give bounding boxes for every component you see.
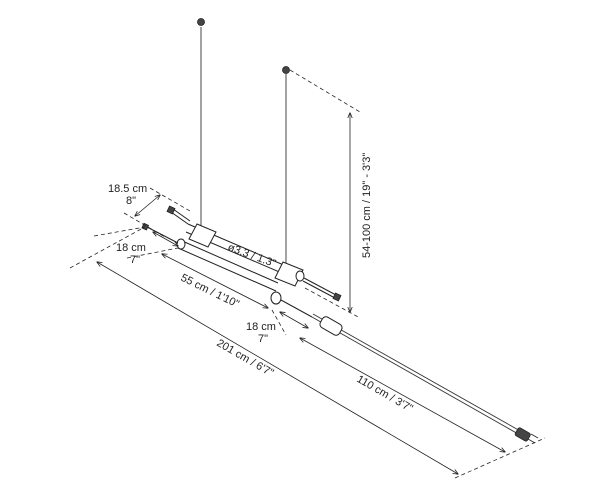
dimension-suspension-height: 54-100 cm / 19" - 3'3" bbox=[289, 69, 373, 319]
body-length-label: 55 cm / 1'10" bbox=[179, 272, 241, 311]
end-left-imperial-label: 7" bbox=[130, 254, 140, 266]
dimension-total-length: 201 cm / 6'7" bbox=[69, 227, 546, 479]
ceiling-anchor-left bbox=[197, 18, 205, 26]
end-right-imperial-label: 7" bbox=[258, 333, 268, 345]
dimension-width-top: 18.5 cm 8" bbox=[108, 183, 191, 238]
bracket-left bbox=[188, 223, 217, 248]
end-cap-back-right bbox=[295, 270, 305, 282]
dimension-end-right: 18 cm 7" bbox=[246, 309, 308, 345]
dimension-body-length: 55 cm / 1'10" bbox=[162, 254, 268, 311]
suspension-height-label: 54-100 cm / 19" - 3'3" bbox=[361, 153, 373, 258]
ceiling-anchor-right bbox=[282, 66, 290, 74]
end-cap-front-right bbox=[270, 291, 282, 305]
lamp-body bbox=[141, 205, 342, 318]
end-right-metric-label: 18 cm bbox=[246, 321, 276, 333]
plug-icon bbox=[514, 427, 531, 442]
inline-switch bbox=[319, 316, 343, 336]
suspension-wires bbox=[197, 18, 290, 276]
dimension-end-left: 18 cm 7" bbox=[93, 226, 178, 266]
dimension-cable-length: 110 cm / 3'7" bbox=[300, 338, 505, 452]
end-left-metric-label: 18 cm bbox=[116, 242, 146, 254]
power-cable bbox=[311, 313, 539, 444]
width-top-imperial-label: 8" bbox=[126, 195, 136, 207]
width-top-metric-label: 18.5 cm bbox=[108, 183, 147, 195]
cable-length-label: 110 cm / 3'7" bbox=[355, 373, 415, 415]
diameter-label: ø3.3 / 1.3" bbox=[226, 242, 278, 271]
end-cap-left bbox=[176, 238, 186, 250]
